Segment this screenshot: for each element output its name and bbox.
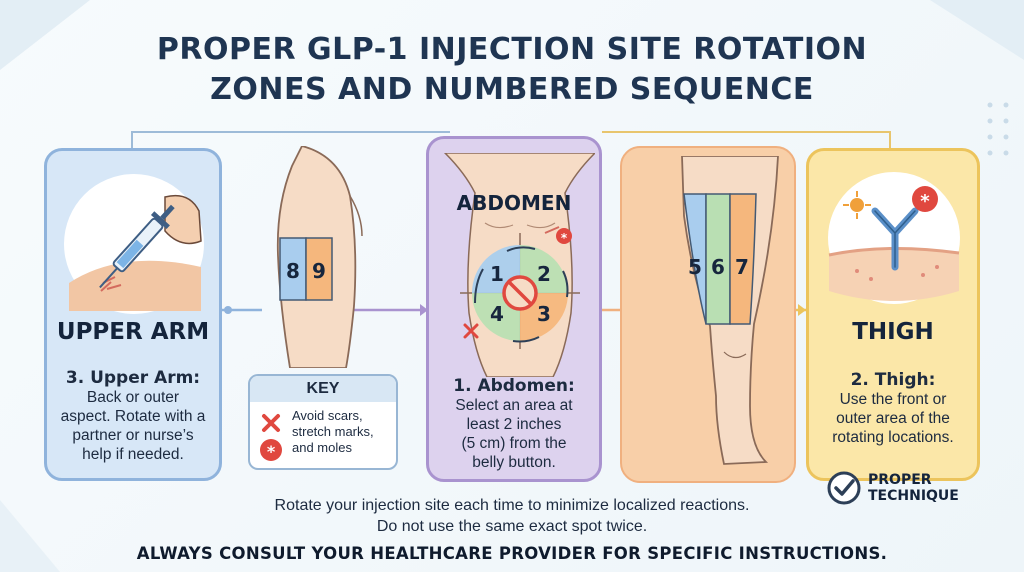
avoid-x-icon (262, 414, 280, 432)
title-line-1: PROPER GLP-1 INJECTION SITE ROTATION (156, 32, 868, 67)
leg-zone-5: 5 (688, 255, 702, 279)
upper-arm-desc-line-1: Back or outer (86, 389, 180, 406)
consult-warning: ALWAYS CONSULT YOUR HEALTHCARE PROVIDER … (136, 544, 888, 563)
abdomen-zone-3: 3 (537, 302, 551, 326)
upper-arm-description: 3. Upper Arm: Back or outer aspect. Rota… (47, 369, 219, 464)
badge-line-2: TECHNIQUE (868, 488, 959, 504)
leg-illustration: 5 6 7 (681, 156, 779, 465)
abdomen-zone-2: 2 (537, 262, 551, 286)
abdomen-heading: ABDOMEN (456, 191, 572, 215)
syringe-illustration (64, 174, 204, 314)
torso-illustration: * 1 2 3 4 (443, 153, 595, 377)
key-text-line-3: and moles (292, 440, 352, 455)
title-line-2: ZONES AND NUMBERED SEQUENCE (210, 72, 814, 107)
advice-line-1: Rotate your injection site each time to … (274, 497, 750, 514)
key-legend: KEY * Avoid scars, stretch marks, and mo… (248, 374, 398, 470)
arm-zone-8: 8 (286, 259, 300, 283)
avoid-asterisk-icon: * (260, 439, 282, 461)
rotation-advice: Rotate your injection site each time to … (0, 495, 1024, 537)
arm-zone-9: 9 (312, 259, 326, 283)
upper-arm-step: 3. Upper Arm: (65, 368, 201, 388)
abdomen-desc-line-3: (5 cm) from the (461, 435, 567, 452)
advice-line-2: Do not use the same exact spot twice. (376, 518, 648, 535)
upper-arm-panel: UPPER ARM 3. Upper Arm: Back or outer as… (44, 148, 222, 481)
svg-text:*: * (561, 231, 568, 245)
abdomen-desc-line-2: least 2 inches (466, 416, 562, 433)
key-heading: KEY (250, 376, 396, 402)
check-badge-icon (827, 471, 861, 505)
page-title: PROPER GLP-1 INJECTION SITE ROTATION ZON… (0, 30, 1024, 110)
abdomen-description: 1. Abdomen: Select an area at least 2 in… (429, 377, 599, 472)
thigh-desc-line-2: outer area of the (836, 410, 950, 427)
abdomen-zone-1: 1 (490, 262, 504, 286)
antibody-illustration: * (828, 172, 960, 304)
leg-zone-6: 6 (711, 255, 725, 279)
thigh-desc-line-1: Use the front or (839, 391, 947, 408)
svg-text:*: * (267, 442, 276, 461)
key-text-line-2: stretch marks, (292, 424, 374, 439)
thigh-description: 2. Thigh: Use the front or outer area of… (809, 371, 977, 447)
leg-panel: 5 6 7 (620, 146, 796, 483)
abdomen-desc-line-1: Select an area at (455, 397, 573, 414)
thigh-desc-line-3: rotating locations. (832, 429, 954, 446)
proper-technique-badge: PROPER TECHNIQUE (868, 472, 959, 504)
arm-figure: 8 9 (276, 146, 363, 368)
abdomen-desc-line-4: belly button. (472, 454, 556, 471)
leg-zone-7: 7 (735, 255, 749, 279)
upper-arm-desc-line-4: help if needed. (82, 446, 184, 463)
key-text: Avoid scars, stretch marks, and moles (292, 408, 396, 456)
upper-arm-desc-line-3: partner or nurse’s (72, 427, 194, 444)
thigh-panel: * THIGH 2. Thigh: Use the front or outer… (806, 148, 980, 481)
badge-line-1: PROPER (868, 472, 932, 488)
thigh-heading: THIGH (852, 319, 934, 345)
abdomen-panel: * 1 2 3 4 ABDOMEN 1. Abdomen: Select an … (426, 136, 602, 482)
svg-text:*: * (920, 191, 930, 212)
key-text-line-1: Avoid scars, (292, 408, 363, 423)
abdomen-zone-4: 4 (490, 302, 504, 326)
abdomen-step: 1. Abdomen: (453, 376, 575, 396)
thigh-step: 2. Thigh: (850, 370, 936, 390)
upper-arm-heading: UPPER ARM (56, 319, 210, 345)
upper-arm-desc-line-2: aspect. Rotate with a (60, 408, 206, 425)
